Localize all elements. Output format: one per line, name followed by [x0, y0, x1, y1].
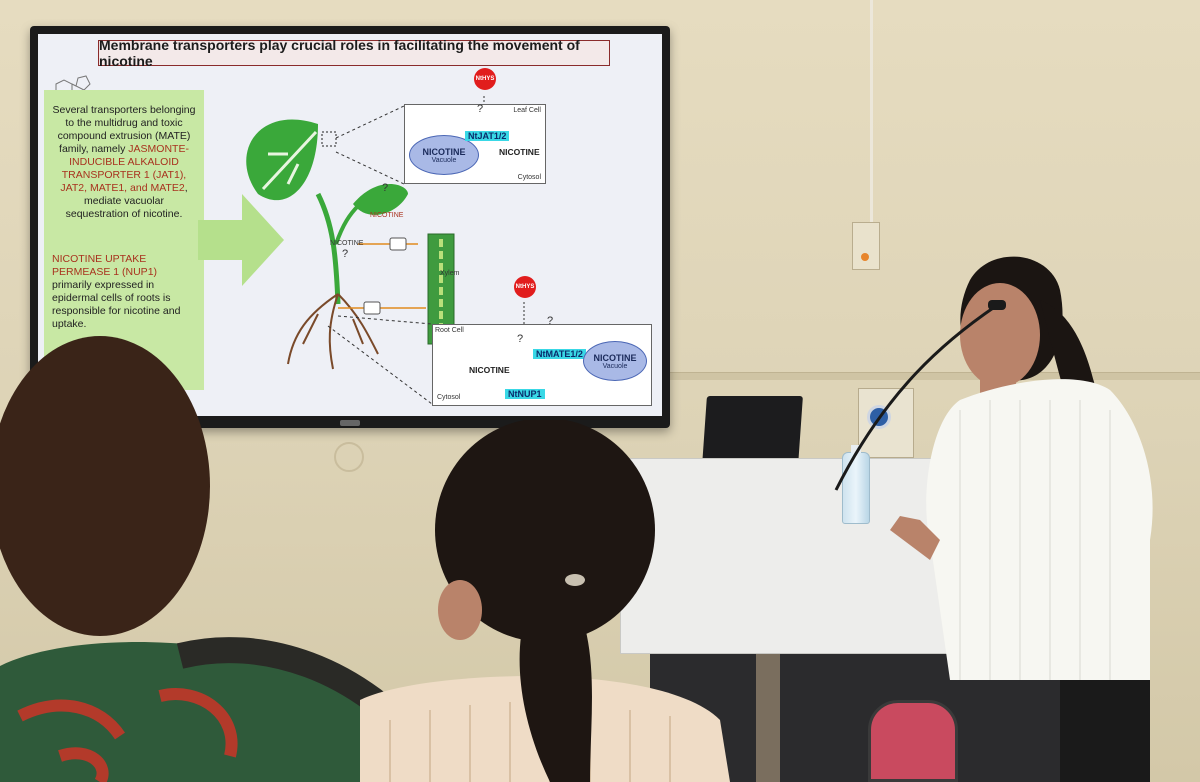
tv-brand-logo: [340, 420, 360, 426]
ntnup-tag: NtNUP1: [505, 389, 545, 399]
audience-member-center: [360, 420, 730, 782]
leaf-vacuole-label: Vacuole: [431, 156, 457, 164]
leaf-cytosol-label: Cytosol: [517, 174, 541, 181]
wall-rail: [660, 372, 1200, 380]
root-nicotine-left: NICOTINE: [469, 365, 510, 375]
leaf-cell-label: Leaf Cell: [513, 107, 541, 114]
microphone: [834, 300, 1006, 491]
indicator-light: [861, 253, 869, 261]
ntjat-tag: NtJAT1/2: [465, 131, 510, 141]
ntmate-tag: NtMATE1/2: [533, 349, 586, 359]
nthys-badge-top: NtHYS: [474, 68, 496, 90]
text-panel: Several transporters belonging to the mu…: [44, 90, 204, 390]
bottle-cap: [851, 445, 861, 453]
paragraph-mate-tail: , mediate vacuolar sequestration of nico…: [65, 182, 188, 220]
leaf-nicotine-right: NICOTINE: [499, 147, 540, 157]
wall-cable: [870, 0, 873, 224]
root-cell-panel: Root Cell ? ? NtMATE1/2 NICOTINE NICOTIN…: [432, 315, 652, 406]
paragraph-mate: Several transporters belonging to the mu…: [52, 104, 196, 221]
root-cytosol-label: Cytosol: [437, 394, 461, 401]
podium-leg: [756, 654, 780, 782]
plant-nicotine-mid: NICOTINE: [330, 240, 364, 247]
wall-socket-round: [334, 442, 364, 472]
paragraph-nup-highlight: NICOTINE UPTAKE PERMEASE 1 (NUP1): [52, 253, 158, 278]
plant-nicotine-top: NICOTINE: [370, 212, 404, 219]
paragraph-mate-highlight: JASMONTE-INDUCIBLE ALKALOID TRANSPORTER …: [60, 143, 189, 194]
xylem-label: Xylem: [440, 270, 460, 277]
presenter: [890, 256, 1153, 782]
leaf-vacuole: NICOTINE Vacuole: [409, 135, 479, 175]
root-cell-label: Root Cell: [435, 327, 464, 334]
root-vacuole: NICOTINE Vacuole: [583, 341, 647, 381]
root-nicotine-right: NICOTINE: [593, 352, 637, 363]
plant-question-mid: ?: [342, 248, 349, 260]
paragraph-nup-text: primarily expressed in epidermal cells o…: [52, 279, 181, 330]
presentation-slide: Membrane transporters play crucial roles…: [38, 34, 662, 416]
leaf-nicotine-left: NICOTINE: [422, 146, 466, 157]
wall-switch: [852, 222, 880, 270]
root-question-2: ?: [547, 315, 554, 327]
leaf-question: ?: [477, 103, 484, 115]
paragraph-nup: NICOTINE UPTAKE PERMEASE 1 (NUP1) primar…: [52, 253, 196, 331]
leaf-cell-panel: Leaf Cell ? NICOTINE Vacuole NtJAT1/2 NI…: [404, 103, 546, 184]
root-question-1: ?: [517, 333, 524, 345]
chair: [868, 700, 958, 782]
root-vacuole-label: Vacuole: [602, 362, 628, 370]
right-arrow-icon: [198, 194, 284, 286]
nthys-badge-bottom: NtHYS: [514, 276, 536, 298]
audience-member-left: [0, 336, 450, 782]
paragraph-mate-text: Several transporters belonging to the mu…: [52, 104, 196, 155]
water-bottle: [842, 445, 870, 524]
plant-question-top: ?: [382, 182, 389, 194]
slide-title: Membrane transporters play crucial roles…: [98, 37, 610, 69]
